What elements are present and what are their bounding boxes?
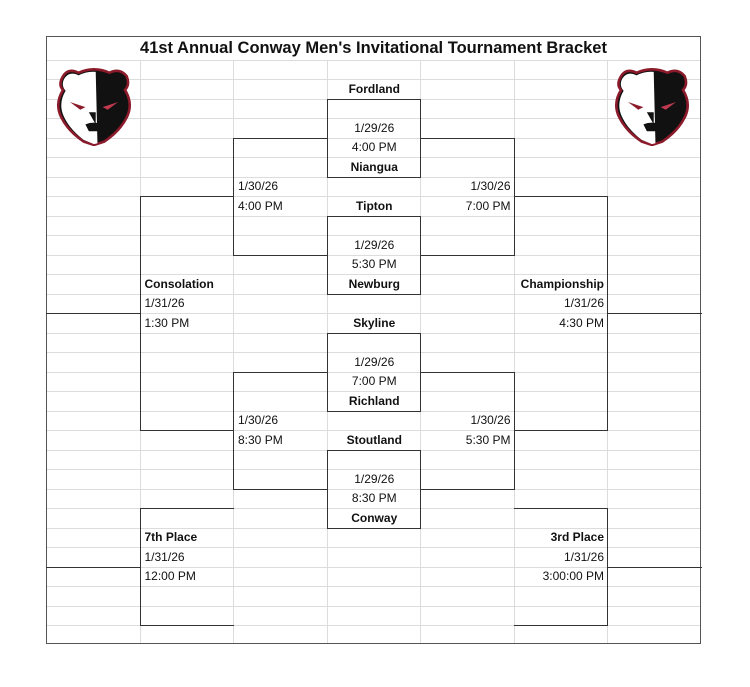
bracket-line xyxy=(326,332,422,334)
consolation-time: 1:30 PM xyxy=(144,315,190,330)
semi-right-top-time: 7:00 PM xyxy=(465,198,511,213)
bracket-line xyxy=(139,196,235,198)
semi-left-top-time: 4:00 PM xyxy=(238,198,283,213)
grid-row-line xyxy=(47,157,700,158)
bracket-line xyxy=(233,371,328,373)
game-3-time: 7:00 PM xyxy=(351,374,397,388)
championship-date: 1/31/26 xyxy=(563,296,604,310)
third-place-time: 3:00:00 PM xyxy=(542,569,604,583)
bear-logo-right-icon xyxy=(615,68,689,146)
team-tipton: Tipton xyxy=(356,198,393,213)
seventh-place-label: 7th Place xyxy=(144,530,198,544)
grid-row-line xyxy=(47,254,700,256)
consolation-date: 1/31/26 xyxy=(144,296,185,310)
bracket-line xyxy=(420,371,515,373)
bracket-line xyxy=(139,508,235,510)
bracket-line xyxy=(420,137,515,139)
seventh-place-date: 1/31/26 xyxy=(144,549,185,564)
game-4-time: 8:30 PM xyxy=(351,491,397,505)
seventh-place-time: 12:00 PM xyxy=(144,569,196,583)
semi-right-top-date: 1/30/26 xyxy=(470,179,511,193)
grid-row-line xyxy=(47,391,700,392)
game-2-time: 5:30 PM xyxy=(351,257,397,271)
bracket-line xyxy=(46,313,141,315)
grid-row-line xyxy=(47,313,700,314)
semi-right-bottom-time: 5:30 PM xyxy=(465,432,511,447)
grid-row-line xyxy=(47,605,700,607)
grid-row-line xyxy=(47,586,700,587)
team-niangua: Niangua xyxy=(350,159,398,174)
bear-logo-left-icon xyxy=(57,68,131,146)
game-2-date: 1/29/26 xyxy=(354,237,395,252)
bracket-line xyxy=(420,488,515,490)
grid-column-line xyxy=(513,60,515,643)
grid-row-line xyxy=(47,371,700,373)
grid-row-line xyxy=(47,118,700,119)
bracket-line xyxy=(607,313,702,315)
grid-row-line xyxy=(47,79,700,80)
grid-row-line xyxy=(47,59,700,61)
bracket-line xyxy=(139,625,235,627)
bracket-line xyxy=(513,196,609,198)
championship-time: 4:30 PM xyxy=(559,315,604,330)
grid-row-line xyxy=(47,625,700,626)
grid-row-line xyxy=(47,547,700,548)
grid-row-line xyxy=(47,196,700,197)
semi-right-bottom-date: 1/30/26 xyxy=(470,413,511,427)
bracket-line xyxy=(513,508,609,510)
semi-left-top-date: 1/30/26 xyxy=(238,179,279,193)
grid-row-line xyxy=(47,488,700,490)
bracket-line xyxy=(513,430,609,432)
game-1-date: 1/29/26 xyxy=(354,120,395,135)
grid-row-line xyxy=(47,508,700,509)
team-skyline: Skyline xyxy=(353,315,396,330)
bracket-line xyxy=(46,566,141,568)
team-conway: Conway xyxy=(351,510,398,525)
bracket-line xyxy=(326,527,422,529)
bracket-title: 41st Annual Conway Men's Invitational To… xyxy=(140,39,607,57)
game-4-date: 1/29/26 xyxy=(354,471,395,486)
grid-row-line xyxy=(47,352,700,353)
game-1-time: 4:00 PM xyxy=(351,140,397,154)
bracket-line xyxy=(233,488,328,490)
grid-row-line xyxy=(47,566,700,568)
semi-left-bottom-time: 8:30 PM xyxy=(238,432,283,447)
bracket-line xyxy=(326,449,422,451)
consolation-label: Consolation xyxy=(144,276,214,291)
bracket-line xyxy=(326,410,422,412)
bracket-line xyxy=(420,254,515,256)
championship-label: Championship xyxy=(520,276,604,291)
grid-row-line xyxy=(47,137,700,139)
bracket-line xyxy=(326,176,422,178)
bracket-sheet: 41st Annual Conway Men's Invitational To… xyxy=(46,36,702,644)
game-3-date: 1/29/26 xyxy=(354,354,395,369)
team-stoutland: Stoutland xyxy=(346,432,402,447)
team-richland: Richland xyxy=(348,393,400,408)
bracket-line xyxy=(139,430,235,432)
grid-row-line xyxy=(47,235,700,236)
bracket-line xyxy=(607,566,702,568)
bracket-line xyxy=(326,293,422,295)
bracket-line xyxy=(513,625,609,627)
third-place-date: 1/31/26 xyxy=(563,549,604,564)
bracket-line xyxy=(326,215,422,217)
third-place-label: 3rd Place xyxy=(550,530,604,544)
bracket-line xyxy=(233,137,328,139)
grid-row-line xyxy=(47,274,700,275)
bracket-line xyxy=(326,98,422,100)
grid-column-line xyxy=(233,60,234,643)
team-fordland: Fordland xyxy=(348,81,400,96)
semi-left-bottom-date: 1/30/26 xyxy=(238,413,279,427)
grid-row-line xyxy=(47,469,700,470)
team-newburg: Newburg xyxy=(348,276,400,291)
bracket-line xyxy=(233,254,328,256)
grid-row-line xyxy=(47,430,700,431)
